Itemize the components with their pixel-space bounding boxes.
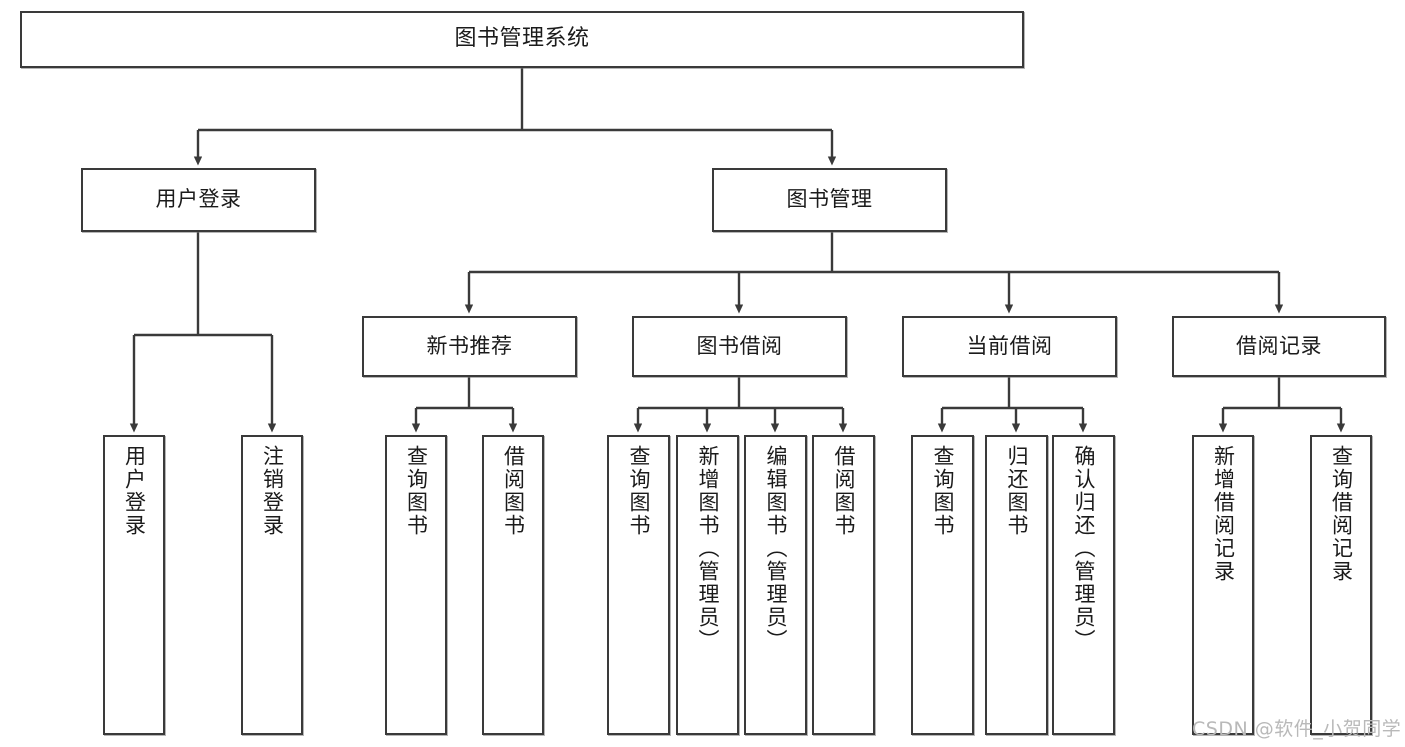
node-root-system[interactable]: 图书管理系统 — [20, 11, 1024, 68]
watermark-text: CSDN @软件_小贺同学 — [1192, 718, 1402, 740]
node-leaf-br-add[interactable]: 新增借阅记录 — [1192, 435, 1254, 735]
node-label: 注销登录 — [260, 445, 285, 537]
node-label: 借阅图书 — [501, 445, 526, 537]
node-label: 借阅记录 — [1236, 333, 1322, 358]
node-label: 查询图书 — [404, 445, 429, 537]
node-new-book-recommend[interactable]: 新书推荐 — [362, 316, 577, 377]
node-leaf-user-login[interactable]: 用户登录 — [103, 435, 165, 735]
node-leaf-nb-borrow[interactable]: 借阅图书 — [482, 435, 544, 735]
node-leaf-cb-query[interactable]: 查询图书 — [911, 435, 974, 735]
node-leaf-bb-edit[interactable]: 编辑图书（管理员） — [744, 435, 807, 735]
node-label: 查询图书 — [627, 445, 651, 537]
node-label: 编辑图书（管理员） — [764, 445, 788, 652]
node-leaf-user-logout[interactable]: 注销登录 — [241, 435, 303, 735]
node-book-manage[interactable]: 图书管理 — [712, 168, 947, 232]
node-leaf-cb-return[interactable]: 归还图书 — [985, 435, 1048, 735]
node-label: 图书借阅 — [696, 333, 783, 358]
node-label: 查询借阅记录 — [1329, 445, 1354, 583]
node-leaf-cb-confirm[interactable]: 确认归还（管理员） — [1052, 435, 1115, 735]
node-leaf-bb-query[interactable]: 查询图书 — [607, 435, 670, 735]
node-label: 确认归还（管理员） — [1072, 445, 1096, 652]
node-label: 新增借阅记录 — [1211, 445, 1236, 583]
node-borrow-record[interactable]: 借阅记录 — [1172, 316, 1386, 377]
node-leaf-nb-query[interactable]: 查询图书 — [385, 435, 447, 735]
node-label: 归还图书 — [1005, 445, 1029, 537]
node-label: 图书管理 — [786, 187, 873, 212]
node-leaf-bb-add[interactable]: 新增图书（管理员） — [676, 435, 739, 735]
node-leaf-br-query[interactable]: 查询借阅记录 — [1310, 435, 1372, 735]
node-leaf-bb-borrow[interactable]: 借阅图书 — [812, 435, 875, 735]
node-current-borrow[interactable]: 当前借阅 — [902, 316, 1117, 377]
node-user-login[interactable]: 用户登录 — [81, 168, 316, 232]
node-label: 用户登录 — [155, 187, 242, 212]
node-label: 借阅图书 — [832, 445, 856, 537]
node-label: 新书推荐 — [426, 333, 513, 358]
node-label: 图书管理系统 — [454, 26, 590, 52]
node-book-borrow[interactable]: 图书借阅 — [632, 316, 847, 377]
node-label: 查询图书 — [931, 445, 955, 537]
node-label: 用户登录 — [122, 445, 147, 537]
node-label: 新增图书（管理员） — [696, 445, 720, 652]
node-label: 当前借阅 — [966, 333, 1053, 358]
